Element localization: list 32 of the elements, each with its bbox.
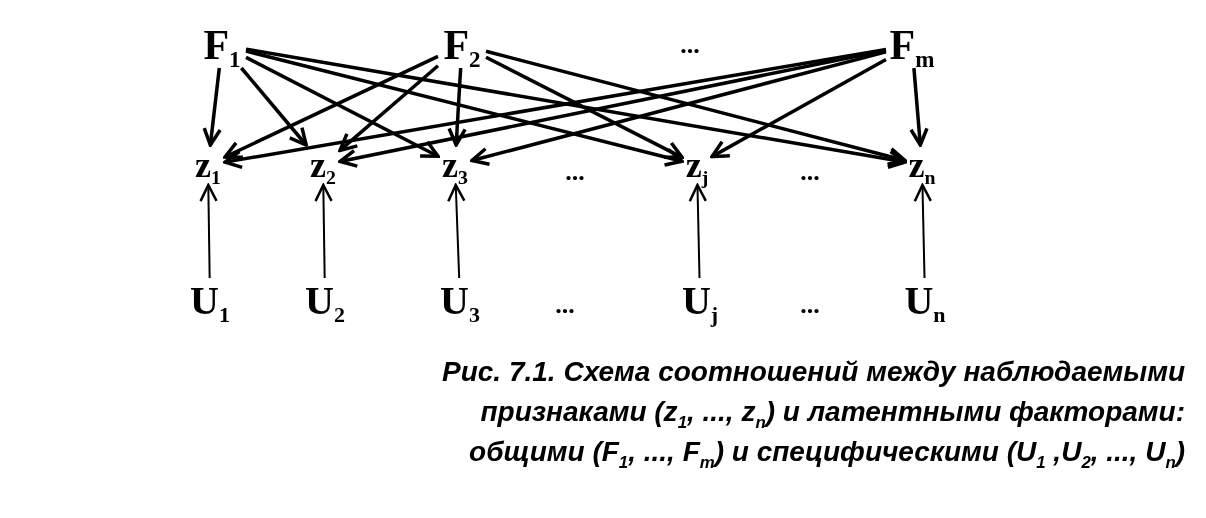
ellipsis: ... xyxy=(565,157,585,187)
arrow xyxy=(338,64,440,153)
arrow xyxy=(485,55,684,160)
arrow xyxy=(338,48,887,168)
variable-label: z$_{1}$ xyxy=(195,144,221,186)
variable-label: U$_{n}$ xyxy=(904,276,946,324)
arrow xyxy=(314,183,333,279)
variable-label: F$_{1}$ xyxy=(203,21,241,69)
ellipsis: ... xyxy=(800,290,820,320)
arrow xyxy=(245,49,684,167)
arrow xyxy=(240,66,308,147)
arrow xyxy=(447,67,467,147)
arrow xyxy=(199,183,218,279)
arrow xyxy=(688,183,708,279)
arrow xyxy=(447,183,466,279)
variable-label: U$_{3}$ xyxy=(440,276,480,324)
ellipsis: ... xyxy=(800,157,820,187)
variable-label: z$_{3}$ xyxy=(442,144,468,186)
variable-label: F$_{2}$ xyxy=(443,21,481,69)
variable-label: F$_{m}$ xyxy=(889,21,935,69)
arrow xyxy=(909,67,929,147)
variable-label: z$_{n}$ xyxy=(908,144,936,186)
arrow xyxy=(913,183,933,279)
variable-label: U$_{2}$ xyxy=(305,276,345,324)
ellipsis: ... xyxy=(555,290,575,320)
figure-caption: Рис. 7.1. Схема соотношений между наблюдаемыми признаками (z$_{1}$, ..., z$_{n}$) и латентными факторами: общими (F$_{1}$, ..., F$_{m}$) и специфическими (U$_{1}$ ,U$_{2}$, ..., U$_{n}$) xyxy=(441,355,1185,472)
arrow xyxy=(710,58,887,159)
variable-label: z$_{j}$ xyxy=(685,144,709,186)
variable-label: z$_{2}$ xyxy=(310,144,336,186)
ellipsis: ... xyxy=(680,30,700,60)
arrow xyxy=(202,67,222,147)
variable-label: U$_{1}$ xyxy=(190,276,230,324)
